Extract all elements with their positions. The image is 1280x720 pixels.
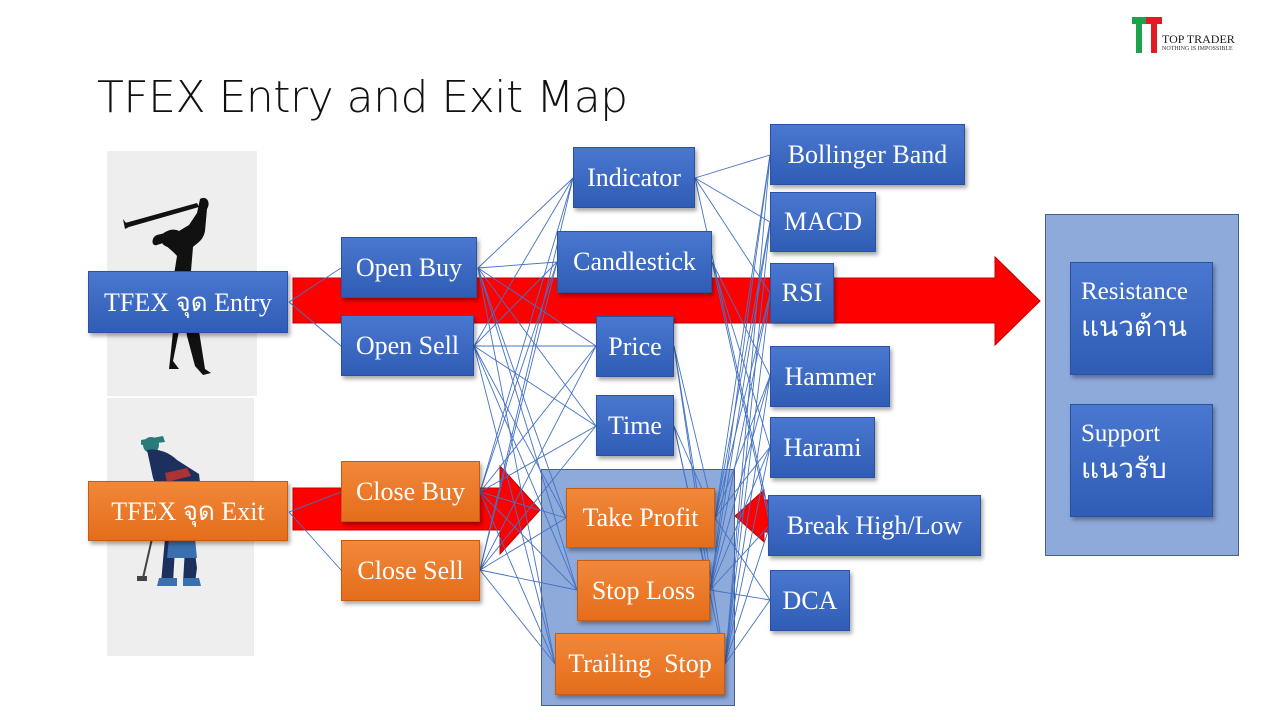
- resistance-thai-label: แนวต้าน: [1081, 310, 1187, 343]
- break-high-low-box: Break High/Low: [768, 495, 981, 556]
- support-label: Support: [1081, 420, 1161, 447]
- support-thai-label: แนวรับ: [1081, 452, 1167, 485]
- stop-loss-box: Stop Loss: [577, 560, 710, 621]
- rsi-box: RSI: [770, 263, 834, 323]
- harami-box: Harami: [770, 417, 875, 478]
- trailing-stop-box: Trailing Stop: [555, 633, 725, 695]
- bollinger-band-box: Bollinger Band: [770, 124, 965, 185]
- entry-box: TFEX จุด Entry: [88, 271, 288, 333]
- open-sell-box: Open Sell: [341, 315, 474, 376]
- top-trader-logo-icon: [1132, 17, 1262, 57]
- page-title: TFEX Entry and Exit Map: [97, 72, 628, 123]
- resistance-box: Resistance แนวต้าน: [1070, 262, 1213, 375]
- candlestick-box: Candlestick: [557, 231, 712, 293]
- open-buy-box: Open Buy: [341, 237, 477, 298]
- close-sell-box: Close Sell: [341, 540, 480, 601]
- macd-box: MACD: [770, 192, 876, 252]
- close-buy-box: Close Buy: [341, 461, 480, 522]
- time-box: Time: [596, 395, 674, 456]
- indicator-box: Indicator: [573, 147, 695, 208]
- logo-name: TOP TRADER: [1162, 32, 1235, 46]
- support-box: Support แนวรับ: [1070, 404, 1213, 517]
- dca-box: DCA: [770, 570, 850, 631]
- price-box: Price: [596, 316, 674, 377]
- logo-tagline: NOTHING IS IMPOSSIBLE: [1162, 46, 1233, 52]
- resistance-label: Resistance: [1081, 278, 1188, 305]
- exit-box: TFEX จุด Exit: [88, 481, 288, 541]
- hammer-box: Hammer: [770, 346, 890, 407]
- take-profit-box: Take Profit: [566, 488, 715, 548]
